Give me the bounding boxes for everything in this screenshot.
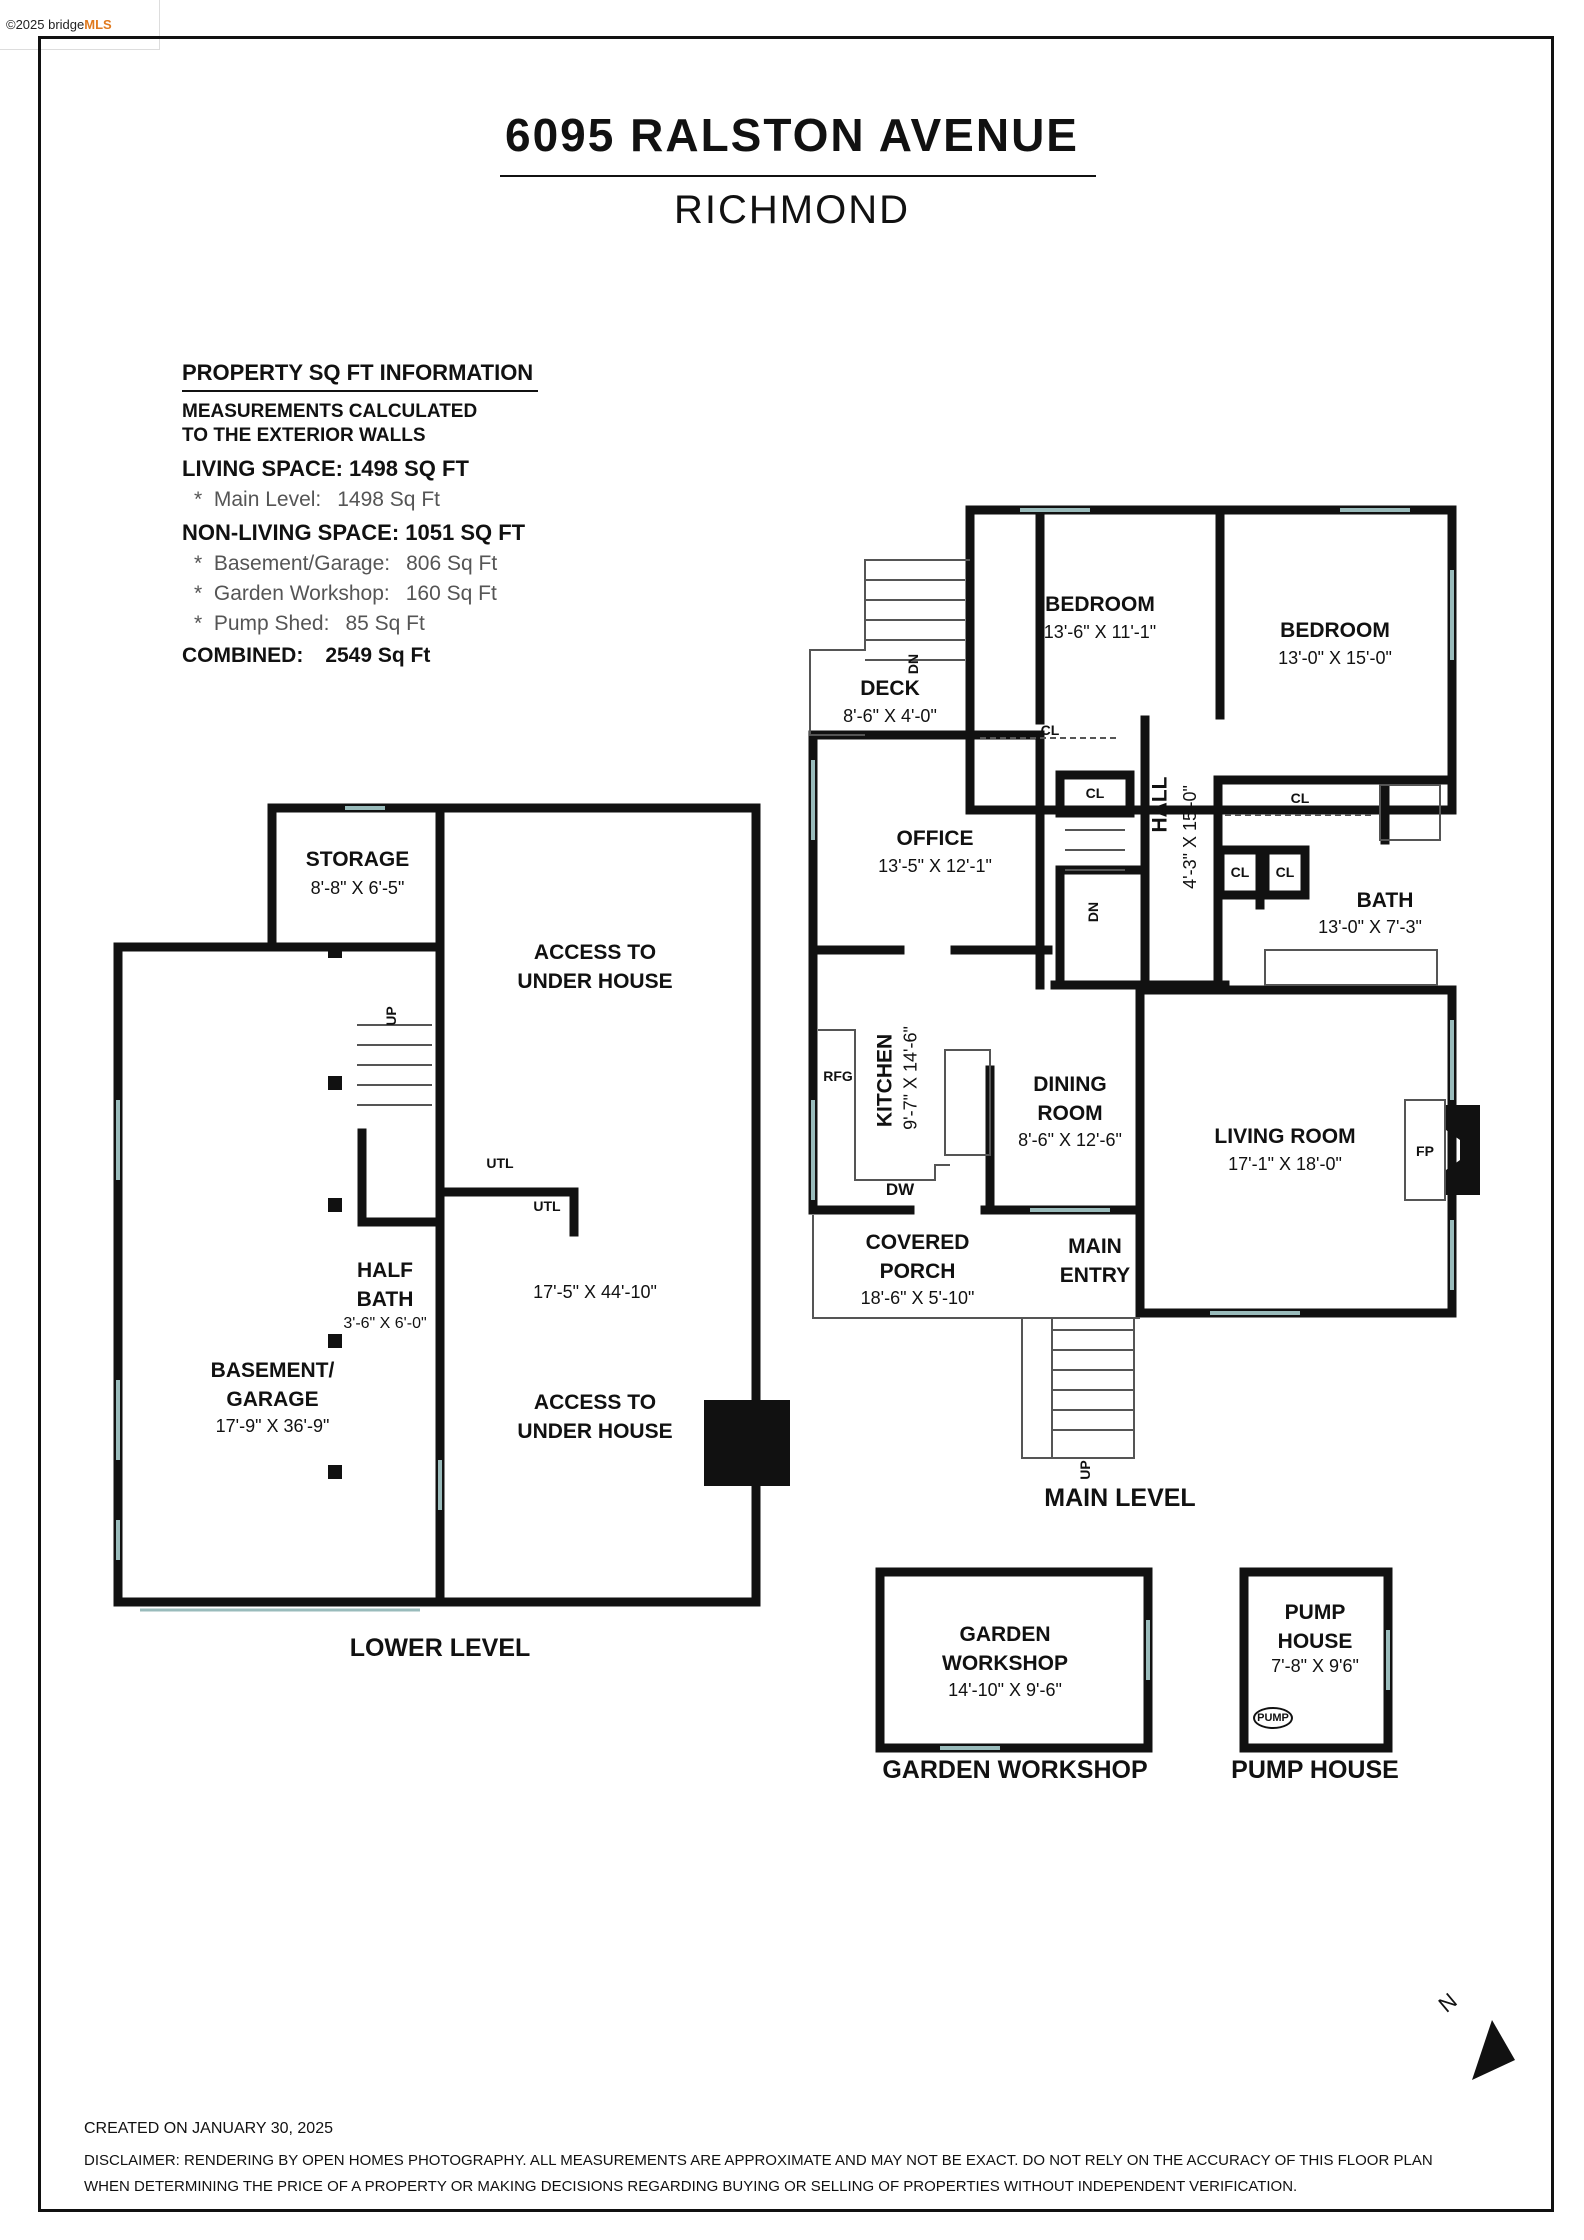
room-dim-access: 17'-5" X 44'-10" xyxy=(533,1282,657,1302)
living-space-total: LIVING SPACE: 1498 SQ FT xyxy=(182,456,469,481)
closet-label: CL xyxy=(1040,722,1060,738)
page-frame xyxy=(38,36,1554,2212)
room-dim-storage: 8'-8" X 6'-5" xyxy=(310,878,405,898)
room-dim-workshop: 14'-10" X 9'-6" xyxy=(948,1680,1062,1700)
access-walls xyxy=(435,803,761,1607)
closet-label: CL xyxy=(1290,790,1310,806)
room-dim-half-bath: 3'-6" X 6'-0" xyxy=(343,1315,427,1332)
level-label-workshop: GARDEN WORKSHOP xyxy=(882,1756,1148,1784)
room-dim-dining: 8'-6" X 12'-6" xyxy=(1018,1130,1122,1150)
pump-label: PUMP xyxy=(1253,1707,1293,1729)
sqft-info-heading: PROPERTY SQ FT INFORMATION xyxy=(182,360,538,392)
room-dim-hall: 4'-3" X 15'-0" xyxy=(1180,785,1200,889)
room-label-office: OFFICE xyxy=(896,827,974,850)
room-label-bedroom-1: BEDROOM xyxy=(1045,593,1155,616)
sqft-line-item: * Main Level:1498 Sq Ft xyxy=(194,488,440,511)
sqft-line-item: * Pump Shed:85 Sq Ft xyxy=(194,612,425,635)
room-label-bedroom-2: BEDROOM xyxy=(1280,619,1390,642)
fireplace-hearth xyxy=(1446,1105,1480,1195)
level-label-pump-house: PUMP HOUSE xyxy=(1231,1756,1399,1784)
room-label-living: LIVING ROOM xyxy=(1214,1125,1356,1148)
utility-label: UTL xyxy=(533,1198,561,1214)
room-label-kitchen: KITCHEN xyxy=(873,1033,897,1128)
walls xyxy=(113,505,1457,1753)
closet-label: CL xyxy=(1230,864,1250,880)
dishwasher-label: DW xyxy=(885,1180,915,1199)
created-date: CREATED ON JANUARY 30, 2025 xyxy=(84,2120,333,2137)
room-label-garage: BASEMENT/GARAGE xyxy=(210,1359,335,1411)
bridgemls-watermark: ©2025 bridgeMLS xyxy=(0,0,160,50)
stairs-up-label: UP xyxy=(383,1006,399,1026)
room-dim-bath: 13'-0" X 7'-3" xyxy=(1318,917,1422,937)
closet-label: CL xyxy=(1085,785,1105,801)
utility-label: UTL xyxy=(486,1155,514,1171)
sqft-line-item: * Basement/Garage:806 Sq Ft xyxy=(194,552,498,575)
disclaimer-text: DISCLAIMER: RENDERING BY OPEN HOMES PHOT… xyxy=(84,2152,1433,2195)
sqft-line-item: * Garden Workshop:160 Sq Ft xyxy=(194,582,497,605)
combined-total: COMBINED:2549 Sq Ft xyxy=(182,644,431,667)
room-label-hall: HALL xyxy=(1148,776,1172,833)
solid-marks xyxy=(328,944,1480,1486)
room-label-deck: DECK xyxy=(860,677,920,700)
sqft-info-note: MEASUREMENTS CALCULATED TO THE EXTERIOR … xyxy=(182,401,478,446)
level-label-main: MAIN LEVEL xyxy=(1044,1484,1196,1512)
property-address-title: 6095 RALSTON AVENUE xyxy=(505,109,1079,161)
refrigerator-label: RFG xyxy=(823,1068,853,1084)
room-dim-bedroom-2: 13'-0" X 15'-0" xyxy=(1278,648,1392,668)
north-arrow xyxy=(1472,2020,1515,2080)
fixtures xyxy=(116,508,1454,1750)
room-dim-kitchen: 9'-7" X 14'-6" xyxy=(900,1026,921,1130)
room-dim-bedroom-1: 13'-6" X 11'-1" xyxy=(1043,622,1157,642)
fireplace-label: FP xyxy=(1416,1143,1434,1159)
room-dim-living: 17'-1" X 18'-0" xyxy=(1228,1154,1342,1174)
room-label-bath: BATH xyxy=(1356,889,1414,912)
room-dim-garage: 17'-9" X 36'-9" xyxy=(215,1416,330,1436)
room-dim-office: 13'-5" X 12'-1" xyxy=(878,856,992,876)
chimney-block xyxy=(704,1400,790,1486)
title-divider xyxy=(500,175,1096,177)
room-dim-porch: 18'-6" X 5'-10" xyxy=(860,1288,975,1308)
room-dim-deck: 8'-6" X 4'-0" xyxy=(843,706,937,726)
stairs-down-label: DN xyxy=(905,653,921,675)
half-bath-walls xyxy=(357,1128,445,1227)
stairs-up-label: UP xyxy=(1077,1460,1093,1480)
utl-walls xyxy=(435,1187,579,1237)
property-city-subtitle: RICHMOND xyxy=(674,188,910,232)
closet-label: CL xyxy=(1275,864,1295,880)
non-living-space-total: NON-LIVING SPACE: 1051 SQ FT xyxy=(182,520,526,545)
sqft-info-panel: PROPERTY SQ FT INFORMATION MEASUREMENTS … xyxy=(182,360,622,668)
level-label-lower: LOWER LEVEL xyxy=(349,1634,531,1662)
stairs-down-label: DN xyxy=(1085,901,1101,923)
room-label-storage: STORAGE xyxy=(305,848,410,871)
room-dim-pump-house: 7'-8" X 9'6" xyxy=(1271,1656,1359,1676)
